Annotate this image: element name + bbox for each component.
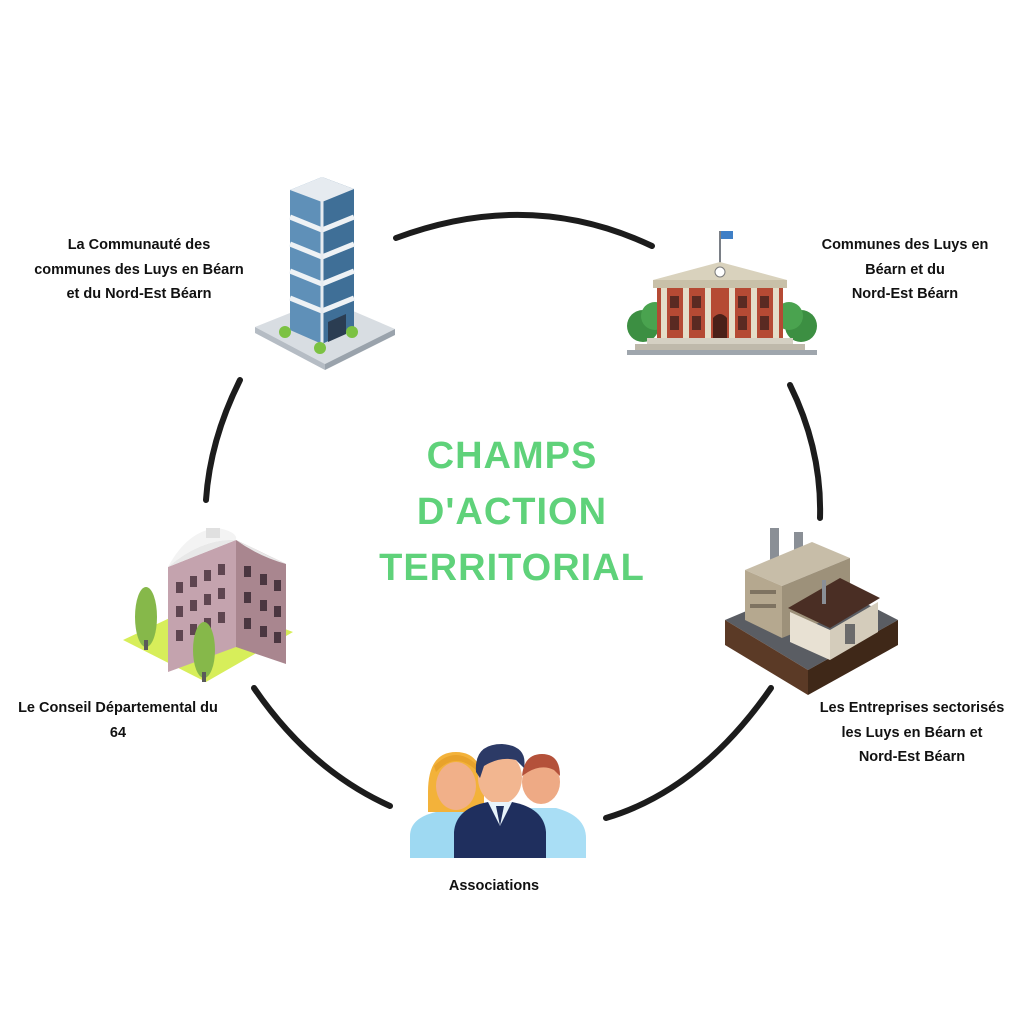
center-title-line-2: D'ACTION bbox=[416, 491, 608, 533]
factory-icon bbox=[725, 528, 898, 695]
label-associations-line-1: Associations bbox=[448, 878, 540, 894]
people-group-icon bbox=[410, 744, 586, 858]
label-entreprises-line-1: Les Entreprises sectorisés bbox=[819, 700, 1005, 716]
label-communaute: La Communauté des communes des Luys en B… bbox=[18, 233, 260, 307]
ring-arc-right bbox=[787, 382, 824, 521]
ring-arc-bottom-right bbox=[603, 685, 774, 821]
ring-arc-top bbox=[393, 211, 655, 249]
office-tower-icon bbox=[255, 177, 395, 370]
label-associations: Associations bbox=[414, 874, 574, 899]
department-building-icon bbox=[123, 528, 293, 682]
ring-arc-left bbox=[203, 377, 243, 503]
label-communes-line-1: Communes des Luys en bbox=[821, 237, 989, 253]
label-conseil: Le Conseil Départemental du 64 bbox=[2, 696, 234, 745]
center-title-line-3: TERRITORIAL bbox=[379, 547, 645, 589]
label-conseil-line-1: Le Conseil Départemental du bbox=[18, 700, 218, 716]
center-title-line-1: CHAMPS bbox=[426, 435, 598, 477]
label-communaute-line-2: communes des Luys en Béarn bbox=[34, 261, 244, 278]
label-entreprises: Les Entreprises sectorisés les Luys en B… bbox=[803, 696, 1021, 770]
label-communes-line-3: Nord-Est Béarn bbox=[851, 286, 959, 302]
center-title: CHAMPS D'ACTION TERRITORIAL bbox=[362, 428, 662, 596]
town-hall-icon bbox=[627, 231, 817, 355]
label-entreprises-line-2: les Luys en Béarn et bbox=[841, 724, 983, 741]
label-communaute-line-1: La Communauté des bbox=[67, 237, 211, 253]
label-communes-line-2: Béarn et du bbox=[865, 261, 945, 278]
label-conseil-line-2: 64 bbox=[109, 724, 127, 741]
ring-arc-bottom-left bbox=[251, 685, 393, 809]
label-communes: Communes des Luys en Béarn et du Nord-Es… bbox=[790, 233, 1020, 307]
label-communaute-line-3: et du Nord-Est Béarn bbox=[66, 286, 212, 302]
label-entreprises-line-3: Nord-Est Béarn bbox=[858, 749, 966, 765]
